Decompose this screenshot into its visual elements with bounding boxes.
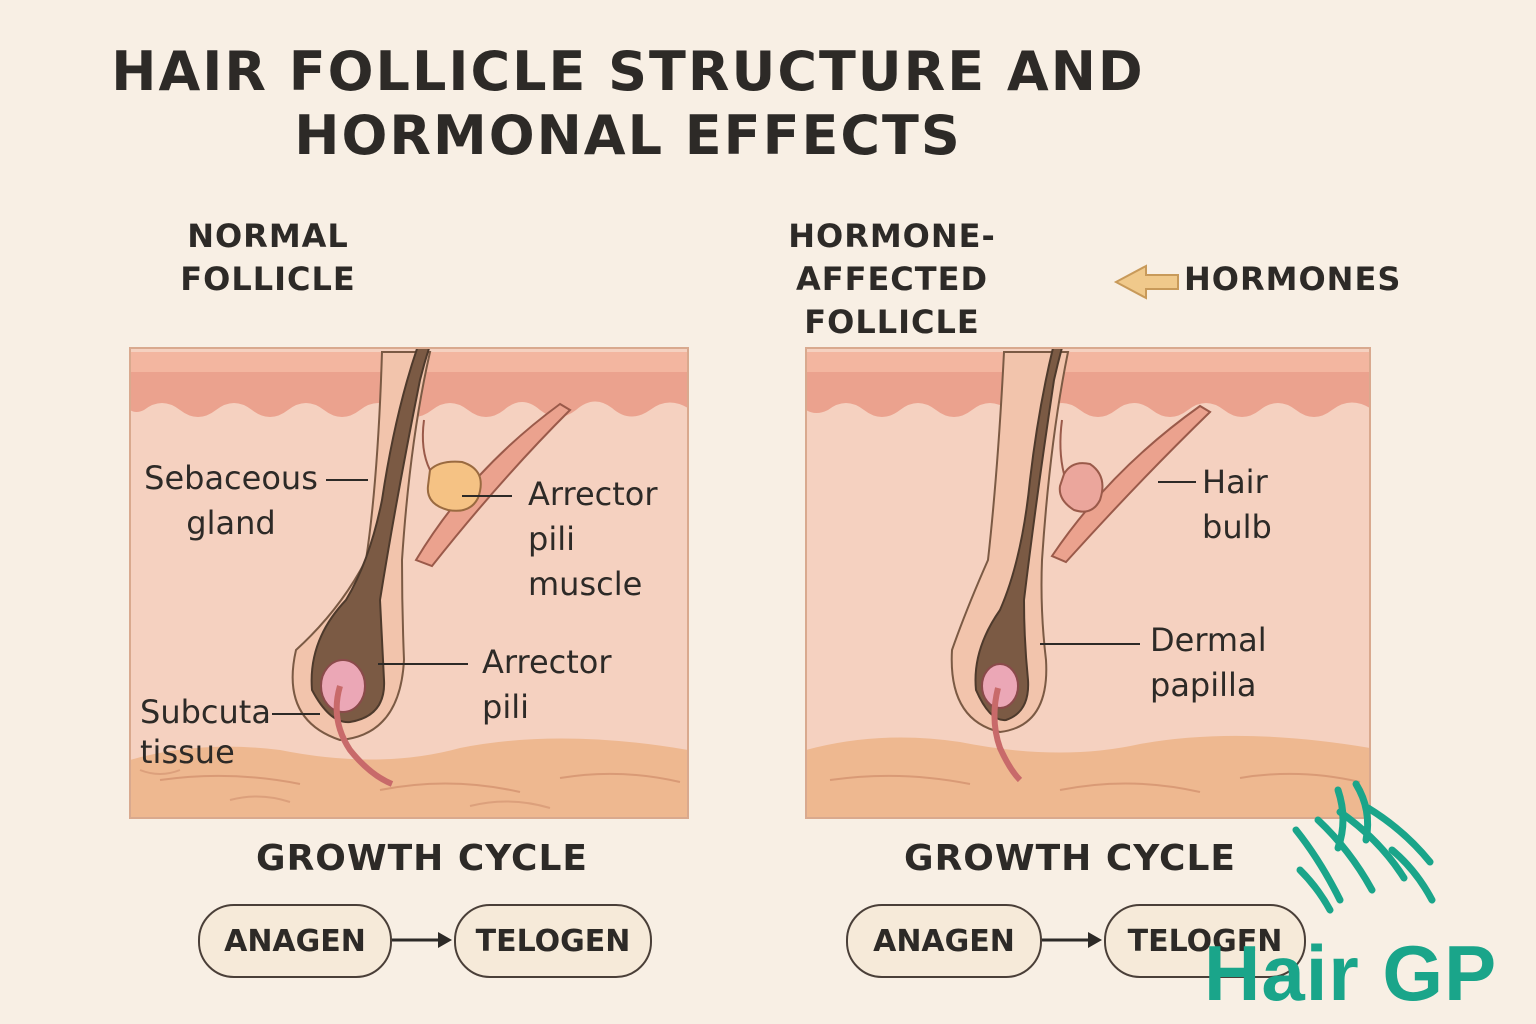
affected-cycle-arrow-icon [1088,932,1102,948]
normal-stage-anagen: ANAGEN [198,904,392,978]
label-dermal-papilla: Dermal papilla [1150,621,1267,704]
diagram-title-line1: HAIR FOLLICLE STRUCTURE AND [111,40,1145,103]
label-sebaceous-gland: Sebaceous gland [144,459,318,542]
label-subcuta-tissue: Subcuta tissue [140,693,271,771]
affected-stage-telogen: TELOGEN [1104,904,1306,978]
hormones-arrow-icon [1113,264,1179,300]
affected-follicle-heading: HORMONE- AFFECTED FOLLICLE [788,217,996,341]
affected-stage-anagen: ANAGEN [846,904,1042,978]
affected-skin-cross-section [806,348,1370,818]
affected-growth-cycle-title: GROWTH CYCLE [904,838,1236,879]
normal-growth-cycle-title: GROWTH CYCLE [256,838,588,879]
label-arrector-pili: Arrector pili [482,643,612,726]
hair-gp-logo-text: Hair GP [1204,929,1498,1017]
label-arrector-pili-muscle: Arrector pili muscle [528,475,658,603]
label-hair-bulb: Hair bulb [1202,463,1272,546]
diagram-title-line2: HORMONAL EFFECTS [294,104,962,167]
hormones-label: HORMONES [1184,260,1402,298]
normal-follicle-heading: NORMAL FOLLICLE [180,217,356,298]
hair-gp-logo-icon [1292,780,1436,914]
sebaceous-gland-normal [426,460,482,512]
normal-skin-cross-section [130,348,688,818]
sebaceous-gland-affected [1058,462,1104,513]
normal-stage-telogen: TELOGEN [454,904,652,978]
normal-cycle-arrow-icon [438,932,452,948]
